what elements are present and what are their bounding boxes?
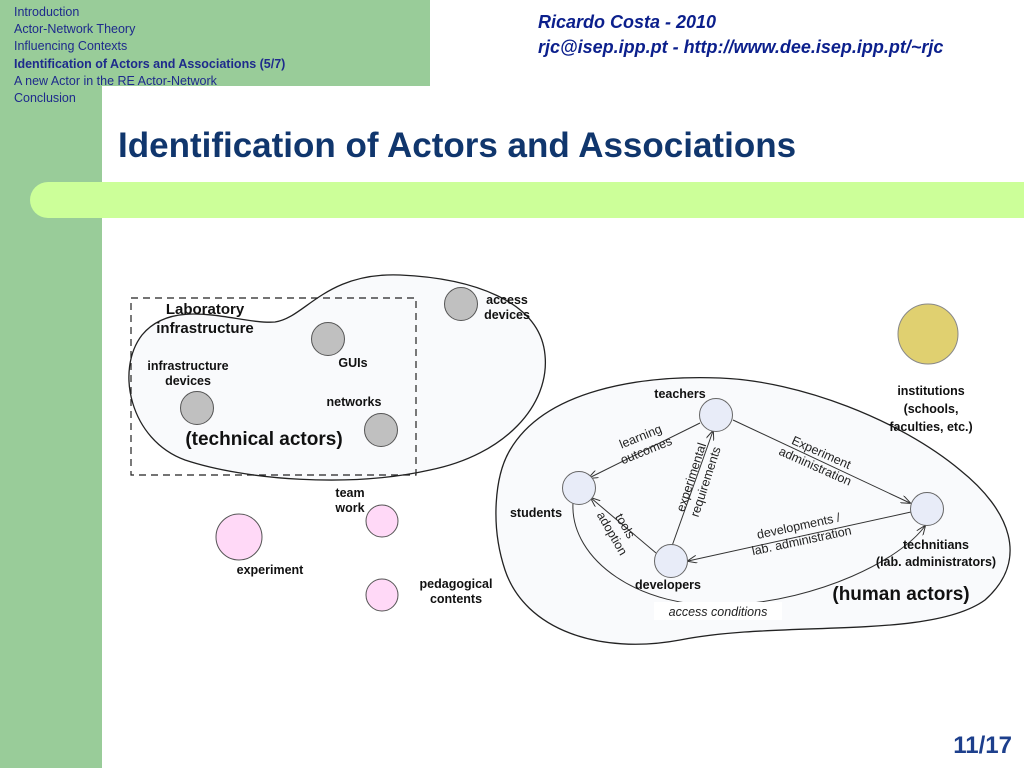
technical-actors-region xyxy=(128,274,546,481)
experiment-label: experiment xyxy=(237,563,305,577)
edge-technitians-developers xyxy=(688,511,912,561)
guis-label: GUIs xyxy=(338,356,367,370)
teachers-node[interactable] xyxy=(699,398,733,432)
edge-developers-teachers xyxy=(671,431,713,547)
technitians-label: technitians(lab. administrators) xyxy=(876,538,996,569)
nav-item-actor-network-theory[interactable]: Actor-Network Theory xyxy=(14,22,136,37)
author-contact[interactable]: rjc@isep.ipp.pt - http://www.dee.isep.ip… xyxy=(538,37,944,57)
access-conditions-label: access conditions xyxy=(669,605,768,619)
infrastructure-devices-node[interactable] xyxy=(180,391,214,425)
access-conditions-label-bg xyxy=(654,602,782,620)
institutions-label: institutions(schools,faculties, etc.) xyxy=(889,384,972,434)
human-actors-region xyxy=(495,377,1011,645)
author-header: Ricardo Costa - 2010 rjc@isep.ipp.pt - h… xyxy=(538,10,943,60)
institutions-node[interactable] xyxy=(897,303,959,365)
nav-item-introduction[interactable]: Introduction xyxy=(14,5,80,19)
page-title: Identification of Actors and Association… xyxy=(118,126,797,165)
edge-teachers-students xyxy=(589,422,701,478)
human-actors-label: (human actors) xyxy=(832,584,969,605)
nav-item-identification-current[interactable]: Identification of Actors and Association… xyxy=(14,56,286,71)
networks-node[interactable] xyxy=(364,413,398,447)
edge-teachers-technitians xyxy=(732,419,910,503)
developers-label: developers xyxy=(635,578,701,592)
author-name: Ricardo Costa - 2010 xyxy=(538,12,717,32)
left-green-band xyxy=(0,0,102,768)
pedagogical-contents-node[interactable] xyxy=(365,578,399,612)
students-label: students xyxy=(510,506,562,520)
developers-node[interactable] xyxy=(654,544,688,578)
experiment-node[interactable] xyxy=(215,513,263,561)
students-node[interactable] xyxy=(562,471,596,505)
top-green-band xyxy=(0,0,430,86)
guis-node[interactable] xyxy=(311,322,345,356)
nav-item-influencing-contexts[interactable]: Influencing Contexts xyxy=(14,39,128,54)
team-work-node[interactable] xyxy=(365,504,399,538)
nav-item-conclusion[interactable]: Conclusion xyxy=(14,91,76,106)
technitians-node[interactable] xyxy=(910,492,944,526)
teachers-label: teachers xyxy=(654,387,705,401)
section-navigation: Introduction Actor-Network Theory Influe… xyxy=(14,4,285,107)
title-underline-bar xyxy=(30,182,1024,218)
technical-actors-label: (technical actors) xyxy=(185,429,342,450)
lab-infrastructure-box xyxy=(130,297,417,476)
page-number: 11/17 xyxy=(953,732,1012,759)
networks-label: networks xyxy=(327,395,382,409)
edge-developers-students xyxy=(591,498,657,554)
nav-item-new-actor[interactable]: A new Actor in the RE Actor-Network xyxy=(14,73,217,88)
access-devices-node[interactable] xyxy=(444,287,478,321)
